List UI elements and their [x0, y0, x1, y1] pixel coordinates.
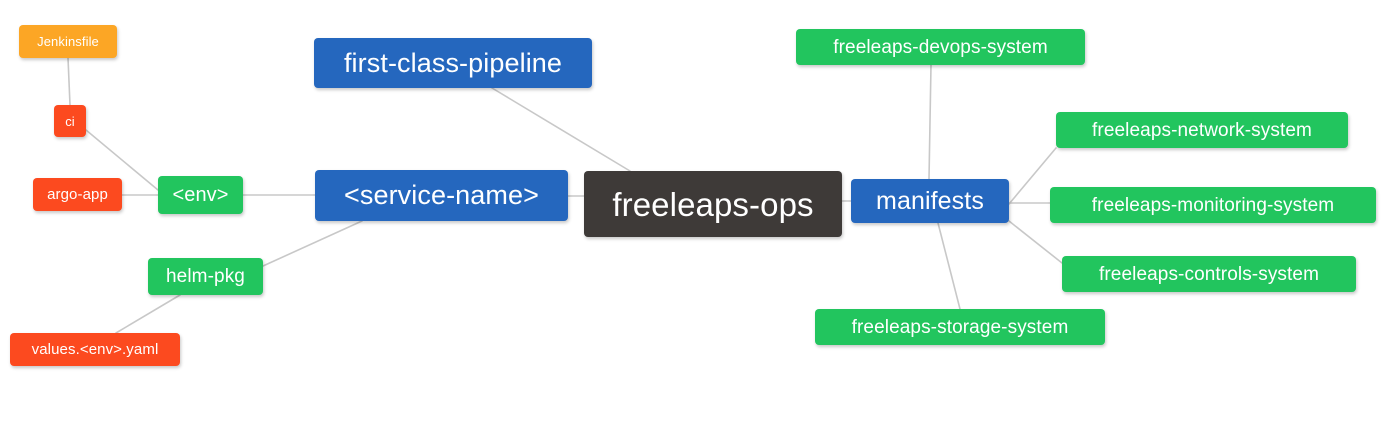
node-label-values-yaml: values.<env>.yaml: [31, 341, 159, 358]
node-label-ci: ci: [65, 113, 75, 129]
node-label-freeleaps-storage-system: freeleaps-storage-system: [851, 316, 1069, 338]
node-label-freeleaps-monitoring-system: freeleaps-monitoring-system: [1091, 194, 1335, 216]
edge-helm-pkg-to-values-yaml: [115, 294, 181, 334]
node-freeleaps-storage-system[interactable]: freeleaps-storage-system: [815, 309, 1105, 345]
node-freeleaps-controls-system[interactable]: freeleaps-controls-system: [1062, 256, 1356, 292]
node-freeleaps-ops[interactable]: freeleaps-ops: [584, 171, 842, 237]
node-label-freeleaps-ops: freeleaps-ops: [612, 185, 814, 223]
node-label-manifests: manifests: [876, 186, 984, 215]
node-service-name[interactable]: <service-name>: [315, 170, 568, 221]
edge-manifests-to-freeleaps-controls-system: [1008, 220, 1063, 264]
node-freeleaps-devops-system[interactable]: freeleaps-devops-system: [796, 29, 1085, 65]
edge-manifests-to-freeleaps-network-system: [1008, 147, 1057, 205]
node-argo-app[interactable]: argo-app: [33, 178, 122, 211]
node-label-first-class-pipeline: first-class-pipeline: [343, 47, 563, 78]
node-label-jenkinsfile: Jenkinsfile: [37, 34, 99, 49]
node-env[interactable]: <env>: [158, 176, 243, 214]
node-label-freeleaps-controls-system: freeleaps-controls-system: [1098, 263, 1320, 285]
node-label-argo-app: argo-app: [47, 186, 108, 203]
node-label-service-name: <service-name>: [344, 180, 539, 210]
node-ci[interactable]: ci: [54, 105, 86, 137]
node-label-env: <env>: [172, 184, 229, 206]
edge-service-name-to-helm-pkg: [262, 220, 363, 267]
edge-manifests-to-freeleaps-devops-system: [928, 64, 932, 180]
node-label-freeleaps-network-system: freeleaps-network-system: [1092, 119, 1312, 141]
edge-manifests-to-freeleaps-storage-system: [937, 222, 961, 310]
node-freeleaps-network-system[interactable]: freeleaps-network-system: [1056, 112, 1348, 148]
node-values-yaml[interactable]: values.<env>.yaml: [10, 333, 180, 366]
node-label-helm-pkg: helm-pkg: [166, 266, 245, 287]
edge-first-class-pipeline-to-freeleaps-ops: [491, 87, 631, 172]
node-helm-pkg[interactable]: helm-pkg: [148, 258, 263, 295]
node-label-freeleaps-devops-system: freeleaps-devops-system: [833, 36, 1048, 58]
node-manifests[interactable]: manifests: [851, 179, 1009, 223]
node-freeleaps-monitoring-system[interactable]: freeleaps-monitoring-system: [1050, 187, 1376, 223]
node-first-class-pipeline[interactable]: first-class-pipeline: [314, 38, 592, 88]
node-jenkinsfile[interactable]: Jenkinsfile: [19, 25, 117, 58]
edge-jenkinsfile-to-ci: [67, 57, 71, 106]
